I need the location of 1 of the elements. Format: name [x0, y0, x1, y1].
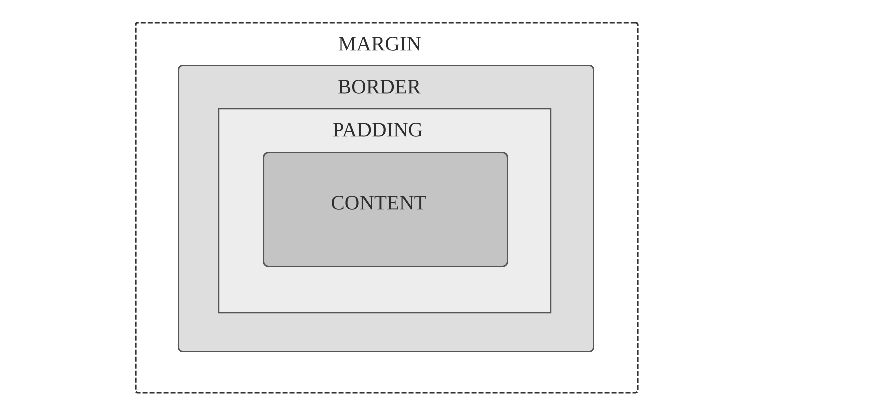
shaded-box: CONTENT [263, 152, 508, 268]
